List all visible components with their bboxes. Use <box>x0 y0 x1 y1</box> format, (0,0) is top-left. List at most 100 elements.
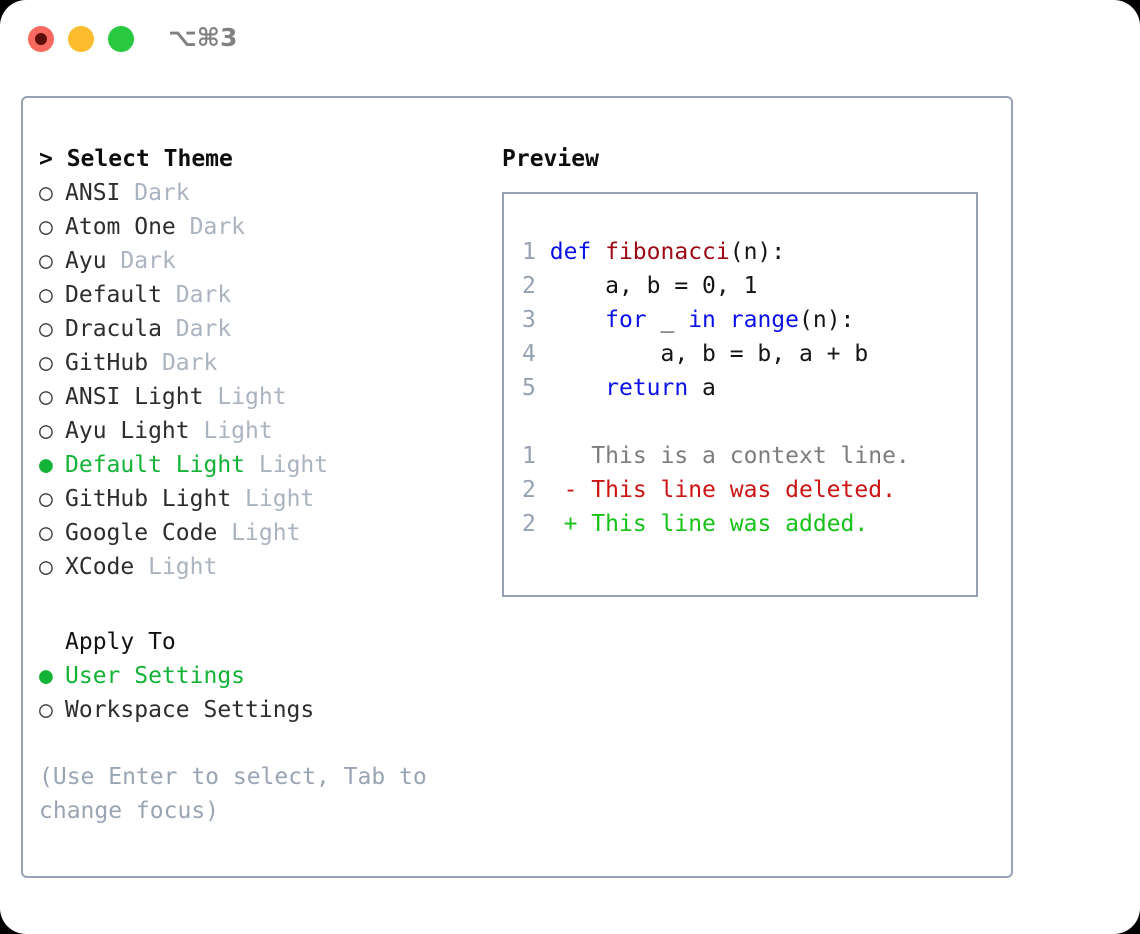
radio-unselected-icon: ○ <box>39 554 53 580</box>
spacer <box>577 477 591 503</box>
spacer <box>245 452 259 478</box>
close-icon <box>35 33 47 45</box>
theme-list: ○ANSI Dark○Atom One Dark○Ayu Dark○Defaul… <box>39 176 479 584</box>
gutter-gap <box>536 273 550 299</box>
select-theme-header: > Select Theme <box>39 146 233 172</box>
spacer <box>162 282 176 308</box>
theme-option-category: Dark <box>134 180 190 206</box>
gutter-gap <box>536 443 564 469</box>
spacer <box>231 486 245 512</box>
preview-header: Preview <box>502 146 599 172</box>
radio-unselected-icon: ○ <box>39 214 53 240</box>
code-token-keyword: in <box>688 307 716 333</box>
code-token-function: fibonacci <box>605 239 730 265</box>
diff-marker: + <box>563 511 578 537</box>
apply-to-header: Apply To <box>65 629 176 655</box>
apply-to-section: Apply To ●User Settings○Workspace Settin… <box>39 625 479 727</box>
theme-option-github[interactable]: ○GitHub Dark <box>39 346 479 380</box>
code-token-plain <box>716 307 730 333</box>
spacer <box>148 350 162 376</box>
code-line: 5 return a <box>522 371 968 405</box>
theme-option-xcode[interactable]: ○ XCode Light <box>39 550 479 584</box>
code-token-plain <box>550 375 605 401</box>
code-line-number: 2 <box>522 273 536 299</box>
radio-unselected-icon: ○ <box>39 486 53 512</box>
theme-option-label: Default Light <box>65 452 246 478</box>
window-shortcut-label: ⌥⌘3 <box>168 23 238 52</box>
theme-option-ayu-light[interactable]: ○Ayu Light Light <box>39 414 479 448</box>
theme-option-label: XCode <box>65 554 135 580</box>
apply-to-option-workspace-settings[interactable]: ○Workspace Settings <box>39 693 479 727</box>
spacer <box>120 180 134 206</box>
spacer <box>577 443 591 469</box>
code-token-plain: a, b = b, a + b <box>549 341 869 367</box>
radio-unselected-icon: ○ <box>39 180 53 206</box>
radio-unselected-icon: ○ <box>39 282 53 308</box>
theme-option-ayu[interactable]: ○Ayu Dark <box>39 244 479 278</box>
theme-option-category: Light <box>231 520 301 546</box>
theme-option-github-light[interactable]: ○GitHub Light Light <box>39 482 479 516</box>
theme-option-label: Atom One <box>65 214 176 240</box>
code-line: 1 def fibonacci(n): <box>522 235 968 269</box>
theme-option-default[interactable]: ○Default Dark <box>39 278 479 312</box>
zoom-window-button[interactable] <box>108 26 134 52</box>
theme-option-label: GitHub Light <box>65 486 232 512</box>
diff-line-context: 1 This is a context line. <box>522 439 968 473</box>
theme-option-atom-one[interactable]: ○ Atom One Dark <box>39 210 479 244</box>
theme-option-category: Light <box>203 418 273 444</box>
radio-unselected-icon: ○ <box>39 316 53 342</box>
code-token-plain <box>550 307 605 333</box>
code-token-plain: a <box>688 375 716 401</box>
theme-option-ansi[interactable]: ○ANSI Dark <box>39 176 479 210</box>
radio-unselected-icon: ○ <box>39 350 53 376</box>
theme-option-category: Light <box>217 384 287 410</box>
theme-option-label: ANSI Light <box>65 384 204 410</box>
theme-option-category: Dark <box>161 350 218 376</box>
code-token-keyword: return <box>605 375 689 401</box>
code-line-number: 4 <box>522 341 536 367</box>
theme-option-category: Dark <box>189 214 246 240</box>
gutter-gap <box>536 511 564 537</box>
code-token-keyword: for <box>605 307 647 333</box>
minimize-window-button[interactable] <box>68 26 94 52</box>
theme-option-google-code[interactable]: ○Google Code Light <box>39 516 479 550</box>
theme-option-dracula[interactable]: ○ Dracula Dark <box>39 312 479 346</box>
diff-text: This is a context line. <box>591 443 910 469</box>
diff-line-number: 2 <box>522 477 536 503</box>
apply-to-option-user-settings[interactable]: ●User Settings <box>39 659 479 693</box>
spacer <box>217 520 231 546</box>
diff-marker <box>564 443 578 469</box>
theme-option-ansi-light[interactable]: ○ANSI Light Light <box>39 380 479 414</box>
diff-text: This line was added. <box>591 511 869 537</box>
theme-option-category: Light <box>258 452 329 478</box>
code-line-number: 3 <box>522 307 536 333</box>
spacer <box>162 316 176 342</box>
keyboard-hint-text: (Use Enter to select, Tab to change focu… <box>39 764 441 824</box>
diff-marker: - <box>563 477 578 503</box>
main-panel: > Select Theme ○ANSI Dark○Atom One Dark○… <box>21 96 1013 878</box>
code-token-plain: a, b = 0, 1 <box>549 273 758 299</box>
code-token-keyword: range <box>729 307 800 333</box>
gutter-gap <box>536 375 550 401</box>
theme-option-default-light[interactable]: ●Default Light Light <box>39 448 479 482</box>
theme-option-label: Dracula <box>65 316 162 342</box>
theme-option-category: Dark <box>175 316 232 342</box>
radio-unselected-icon: ○ <box>39 520 53 546</box>
apply-to-option-label: User Settings <box>65 663 246 689</box>
diff-line-number: 2 <box>522 511 536 537</box>
title-bar: ⌥⌘3 <box>0 0 1140 78</box>
theme-selector-column: > Select Theme ○ANSI Dark○Atom One Dark○… <box>39 142 479 828</box>
theme-option-category: Dark <box>120 248 176 274</box>
theme-option-category: Dark <box>175 282 232 308</box>
close-window-button[interactable] <box>28 26 54 52</box>
code-token-plain: (n): <box>729 239 786 265</box>
theme-option-category: Light <box>148 554 218 580</box>
code-line-number: 5 <box>522 375 536 401</box>
diff-line-added: 2 + This line was added. <box>522 507 968 541</box>
gutter-gap <box>536 239 550 265</box>
apply-to-option-label: Workspace Settings <box>65 697 315 723</box>
gutter-gap <box>536 477 564 503</box>
